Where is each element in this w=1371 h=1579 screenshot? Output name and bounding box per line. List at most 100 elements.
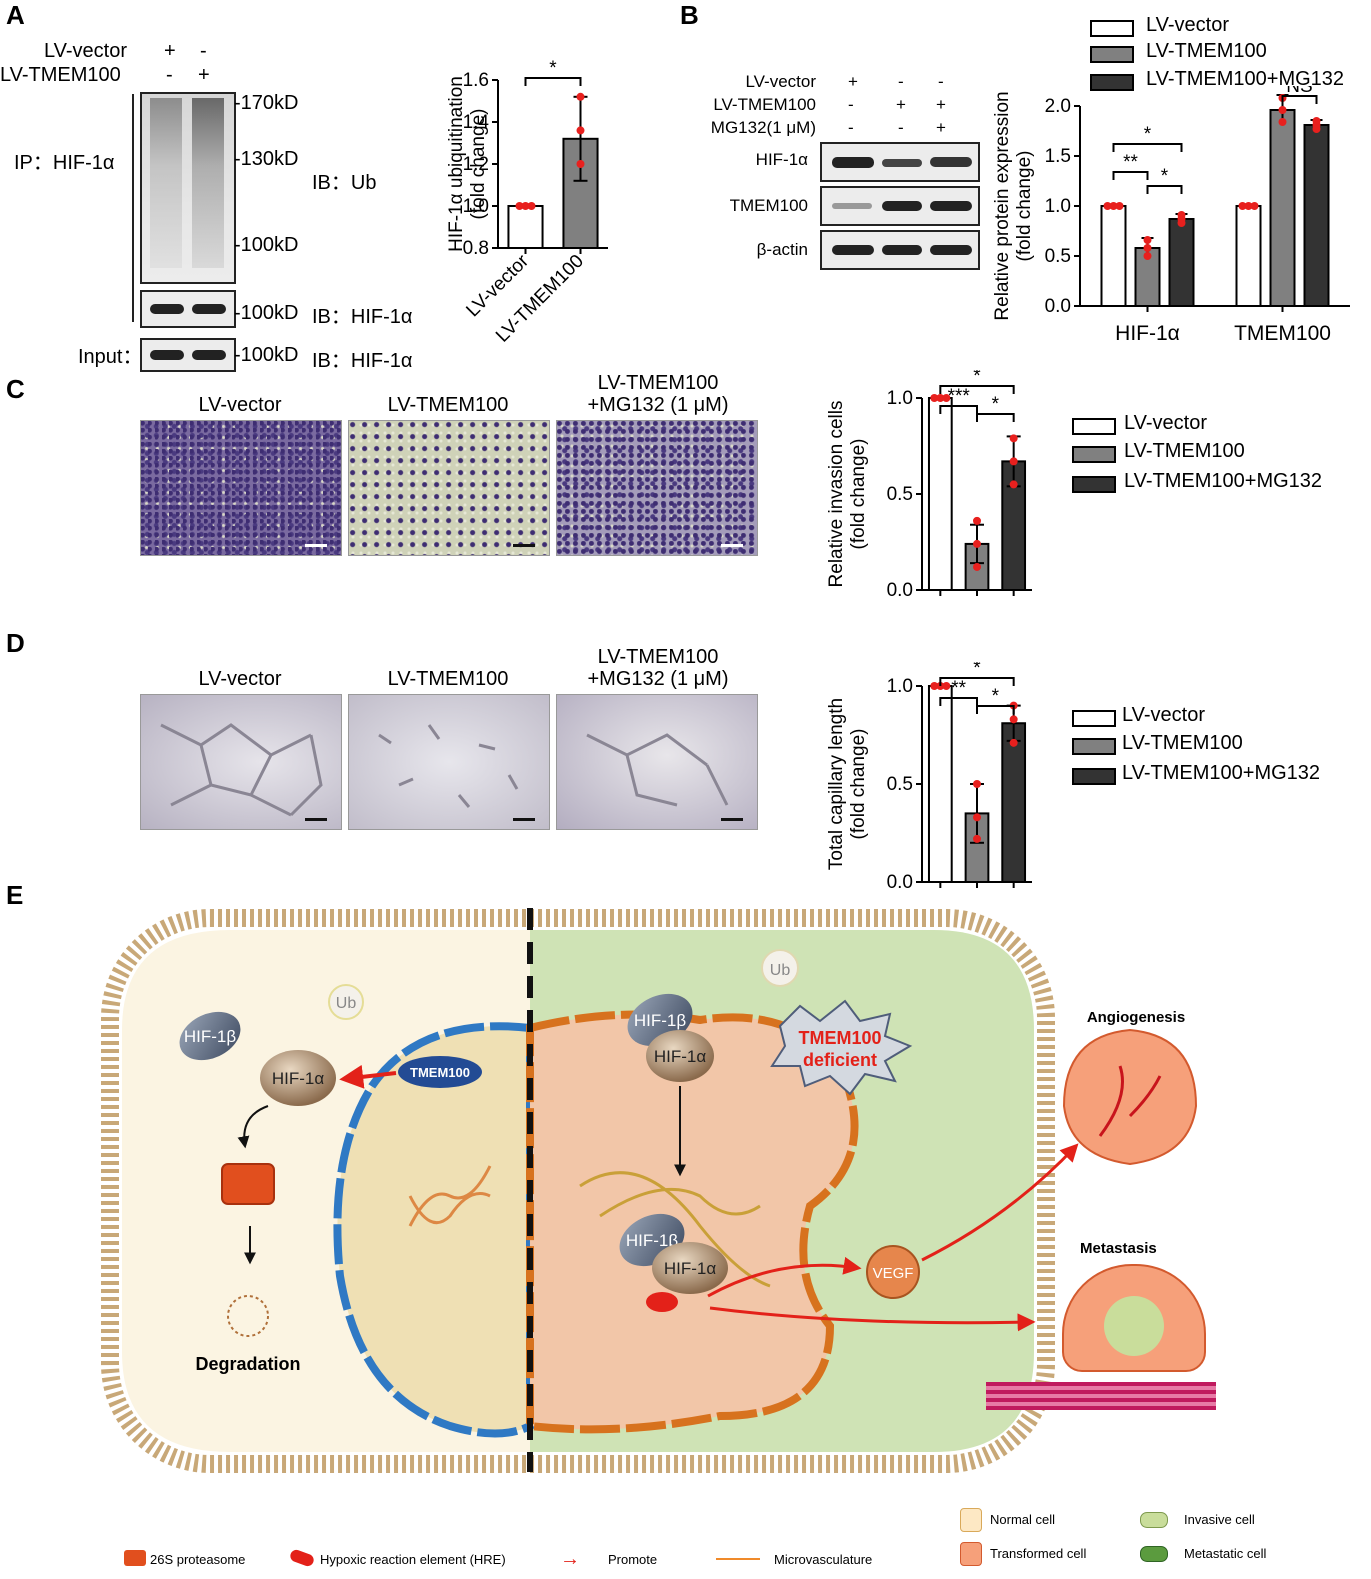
d-title-tmem: LV-TMEM100 [387, 668, 509, 690]
blood-vessel [986, 1382, 1216, 1410]
y-tick-label: 0.8 [463, 238, 489, 259]
b-row-mg: MG132(1 μM) [710, 118, 816, 137]
y-tick-label: 0.5 [887, 774, 913, 795]
legend-swatch [1090, 46, 1134, 63]
scale-bar [305, 544, 327, 547]
promote-legend-icon: → [560, 1548, 580, 1570]
tube-network [160, 723, 323, 817]
scale-bar [721, 818, 743, 821]
invasive-core [1104, 1296, 1164, 1356]
tube-image-tmem [348, 694, 550, 830]
significance-bracket [1112, 171, 1149, 180]
legend-label: LV-vector [1122, 704, 1205, 726]
angiogenesis-label: Angiogenesis [1087, 1009, 1185, 1026]
legend-label: LV-TMEM100 [1124, 440, 1245, 462]
data-point [973, 780, 981, 788]
ib-ub-label: IB：Ub [312, 172, 377, 194]
y-tick-label: 1.0 [887, 676, 913, 697]
y-tick-label: 0.5 [1045, 246, 1071, 267]
data-point [1278, 118, 1287, 126]
y-axis-label: (fold change) [848, 729, 869, 840]
invasion-image-tmem [348, 420, 550, 556]
tmem100-oval [398, 1056, 482, 1088]
proteasome-legend-icon [124, 1550, 146, 1566]
ip-bracket [132, 94, 134, 322]
significance-label: ** [951, 678, 966, 699]
data-point [973, 516, 981, 525]
marker-170kd: -170kD [234, 92, 299, 114]
hif1b-left [179, 1011, 241, 1061]
legend-swatch [1072, 738, 1116, 755]
significance-bracket [939, 677, 1015, 686]
y-tick-label: 1.0 [463, 196, 489, 217]
deficient-line1: TMEM100 [798, 1028, 881, 1048]
bar [1168, 218, 1195, 307]
legend-label: LV-TMEM100 [1146, 40, 1267, 62]
hif-ip-blot [140, 290, 236, 328]
y-tick-label: 0.5 [887, 484, 913, 505]
data-point [930, 394, 939, 402]
legend-swatch [1090, 20, 1134, 37]
hif1a-left-label: HIF-1α [272, 1069, 325, 1088]
legend-microvasculature: Microvasculature [774, 1552, 873, 1567]
metastasis-label: Metastasis [1080, 1240, 1157, 1257]
marker-text: 130kD [240, 148, 299, 170]
scale-bar [305, 818, 327, 821]
angiogenesis-vessel [1098, 1065, 1162, 1137]
tmem100-oval-label: TMEM100 [410, 1065, 470, 1080]
legend-label: LV-TMEM100+MG132 [1124, 470, 1323, 492]
x-group-label: HIF-1α [1115, 322, 1180, 345]
data-point [1278, 106, 1287, 114]
hif1a-right [646, 1030, 714, 1082]
legend-transformed: Transformed cell [990, 1546, 1087, 1561]
dna-right [579, 1171, 771, 1288]
invasive-cell-icon [1140, 1512, 1168, 1528]
hif1a-right-label: HIF-1α [654, 1047, 707, 1066]
legend-proteasome: 26S proteasome [150, 1552, 246, 1567]
data-point [1115, 202, 1124, 210]
ub-blot [140, 92, 236, 284]
hre-icon [646, 1292, 678, 1312]
b-sign: - [938, 72, 944, 91]
promote-arrow-vegf [707, 1256, 862, 1298]
a-sign: + [198, 64, 210, 86]
data-point [515, 202, 524, 210]
y-axis-label: (fold change) [468, 109, 489, 220]
cell-membrane [101, 909, 1055, 1473]
y-tick-label: 1.5 [1045, 146, 1071, 167]
deficient-line2: deficient [803, 1050, 877, 1070]
significance-bracket [1281, 95, 1318, 104]
tube-network [378, 724, 519, 808]
significance-bracket [1146, 185, 1183, 194]
vegf-label: VEGF [873, 1265, 914, 1282]
y-tick-label: 0.0 [887, 580, 913, 601]
a-row-label-tmem: LV-TMEM100 [0, 64, 121, 86]
tube-network [586, 733, 729, 807]
hre-legend-icon [288, 1548, 316, 1568]
microvasculature-legend-icon [716, 1558, 760, 1560]
data-point [973, 813, 981, 822]
legend-swatch [1072, 476, 1116, 493]
legend-hre: Hypoxic reaction element (HRE) [320, 1552, 506, 1567]
marker-130kd: -130kD [234, 148, 299, 170]
c-title-mg: LV-TMEM100 +MG132 (1 μM) [587, 372, 729, 416]
panel-letter-d: D [6, 628, 25, 658]
a-sign: - [200, 40, 207, 62]
legend-invasive: Invasive cell [1184, 1512, 1255, 1527]
y-tick-label: 2.0 [1045, 96, 1071, 117]
legend-swatch [1090, 74, 1134, 91]
hif1a-nucleus-label: HIF-1α [664, 1259, 717, 1278]
promote-arrow-angiogenesis [921, 1143, 1079, 1262]
significance-label: ** [1123, 152, 1138, 173]
y-axis-label: Relative protein expression [992, 91, 1013, 320]
bar [1001, 722, 1027, 883]
b-actin-blot [820, 230, 980, 270]
data-point [576, 126, 585, 135]
data-point [936, 394, 945, 402]
ib-hif-input-label: IB：HIF-1α [312, 350, 413, 372]
significance-label: * [992, 686, 1000, 707]
significance-bracket [939, 405, 978, 414]
y-axis-label: (fold change) [848, 439, 869, 550]
